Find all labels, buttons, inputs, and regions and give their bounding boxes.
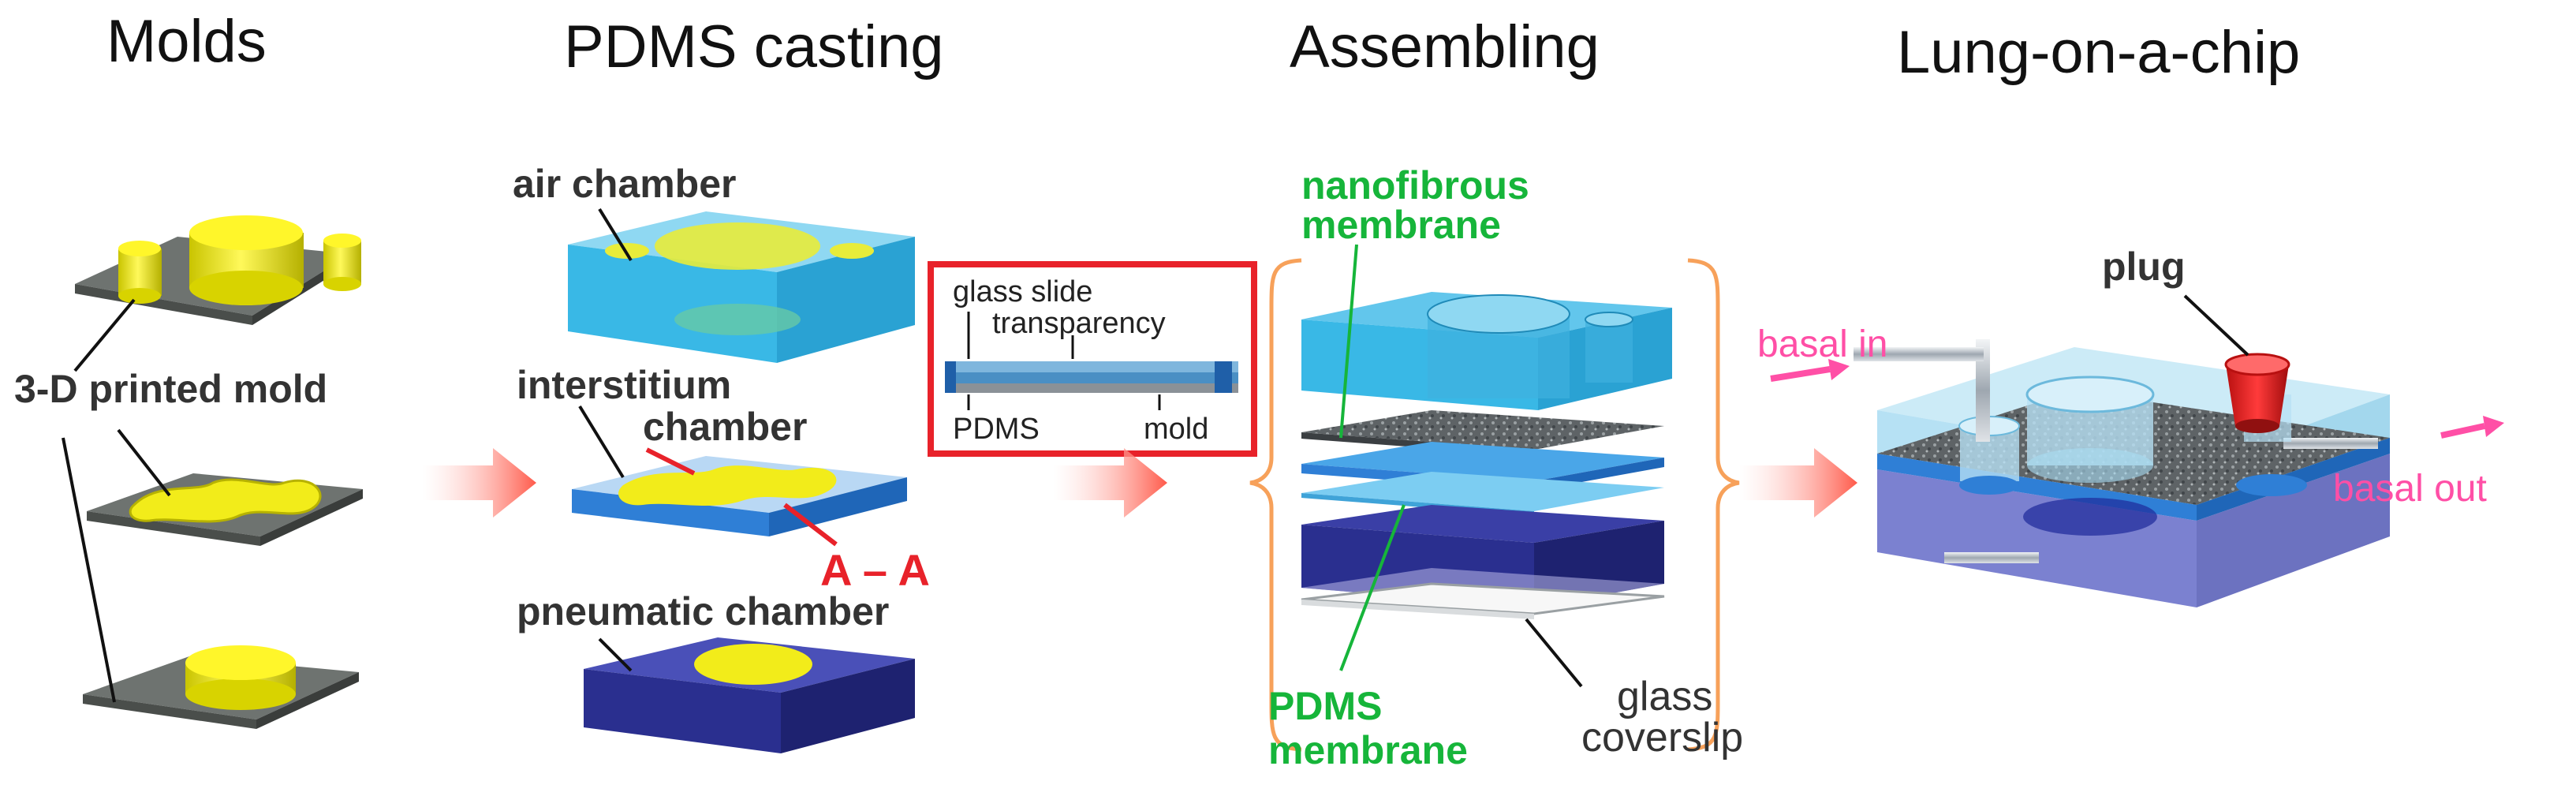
mold-pneumatic-chamber: [83, 645, 359, 729]
label-3d-printed-mold: 3-D printed mold: [14, 367, 327, 411]
label-plug: plug: [2102, 245, 2186, 289]
pdms-interstitium-chamber-block: [572, 456, 907, 536]
inset-label-pdms: PDMS: [953, 413, 1040, 446]
label-coverslip-line2: coverslip: [1581, 715, 1743, 760]
mold-interstitium-chamber: [87, 473, 363, 546]
heading-molds: Molds: [106, 8, 267, 75]
pneumatic-chamber-leader: [598, 637, 633, 672]
pdms-air-chamber-block: [568, 211, 915, 363]
arrow-1: [422, 448, 536, 518]
assembly-bracket-left: [1249, 258, 1302, 752]
inset-label-transparency: transparency: [992, 307, 1166, 340]
interstitium-leaders: [578, 405, 838, 547]
assembly-leaders: [1339, 244, 1583, 688]
assembly-glass-coverslip-layer: [1301, 582, 1665, 619]
assembled-chip: [1854, 339, 2390, 607]
air-chamber-leader: [598, 207, 633, 262]
label-interstitium-line2: chamber: [643, 405, 807, 449]
label-pneumatic-chamber: pneumatic chamber: [517, 589, 889, 633]
label-nanofibrous-line1: nanofibrous: [1301, 163, 1529, 207]
label-section-a-a: A – A: [820, 545, 930, 595]
mold-air-chamber: [75, 215, 361, 325]
plug: [2224, 353, 2290, 433]
label-pdms-membrane-line2: membrane: [1268, 728, 1468, 772]
casting-inset-box: [928, 261, 1257, 457]
label-glass-line1: glass: [1617, 674, 1712, 719]
inset-label-glass-slide: glass slide: [953, 275, 1092, 308]
label-pdms-membrane-line1: PDMS: [1268, 684, 1382, 728]
printed-mold-leader-lines: [62, 298, 171, 703]
heading-pdms-casting: PDMS casting: [564, 13, 944, 80]
arrow-2: [1053, 448, 1167, 518]
pdms-pneumatic-chamber-block: [584, 637, 915, 753]
label-nanofibrous-line2: membrane: [1301, 203, 1501, 247]
label-air-chamber: air chamber: [513, 162, 736, 206]
heading-lung-on-a-chip: Lung-on-a-chip: [1897, 19, 2300, 86]
arrow-3: [1739, 448, 1857, 518]
assembly-air-chamber-layer: [1301, 292, 1672, 410]
label-basal-in: basal in: [1757, 323, 1887, 365]
label-interstitium-line1: interstitium: [517, 363, 731, 407]
basal-in-arrow: [1770, 359, 1850, 382]
label-basal-out: basal out: [2333, 468, 2487, 510]
basal-out-arrow: [2440, 416, 2504, 439]
inset-label-mold: mold: [1144, 413, 1208, 446]
heading-assembling: Assembling: [1290, 13, 1600, 80]
plug-leader: [2183, 294, 2249, 357]
